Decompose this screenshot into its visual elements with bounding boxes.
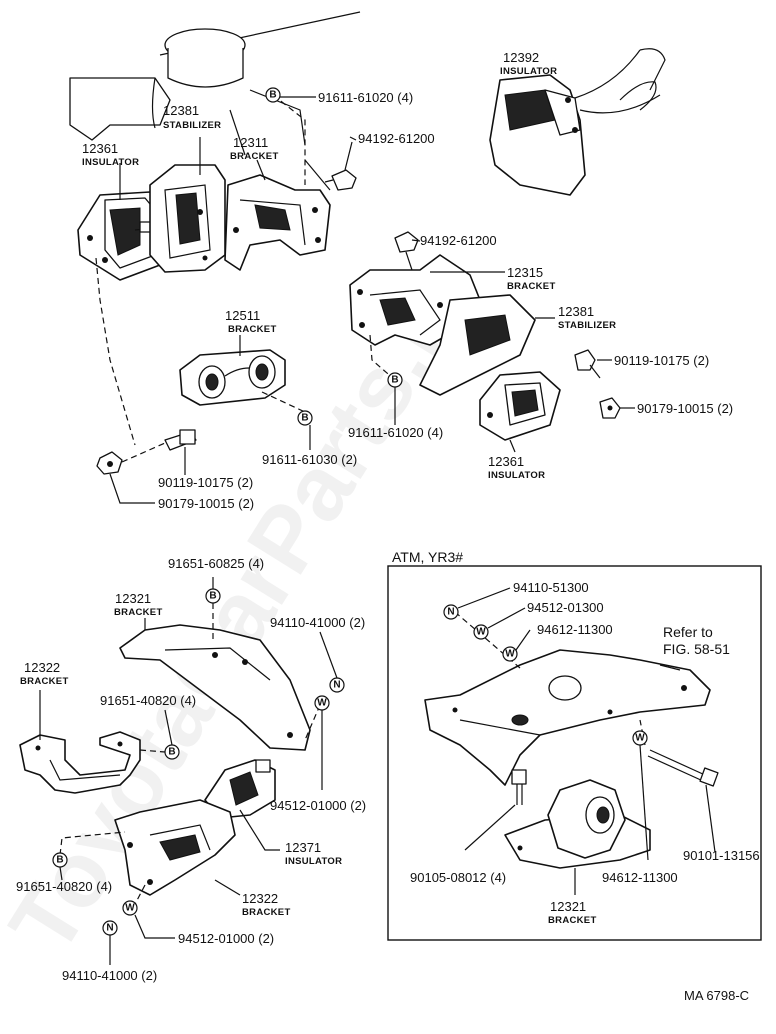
label-94612a: 94612-11300: [537, 622, 613, 637]
label-91651a: 91651-60825 (4): [168, 556, 264, 571]
badge-w-5: W: [632, 730, 648, 746]
label-12322a-num: 12322: [24, 660, 60, 675]
label-12321a-name: BRACKET: [114, 607, 163, 618]
label-94512a: 94512-01000 (2): [270, 798, 366, 813]
svg-text:N: N: [106, 923, 113, 934]
badge-b-1: B: [265, 87, 281, 103]
label-91611c: 91611-61030 (2): [262, 452, 357, 467]
label-12392-name: INSULATOR: [500, 66, 557, 77]
svg-text:B: B: [391, 375, 398, 386]
label-90101: 90101-13156: [683, 848, 760, 863]
svg-text:W: W: [476, 627, 486, 638]
leader-lines: [39, 96, 716, 965]
label-12381b-name: STABILIZER: [558, 320, 616, 331]
label-12322b-name: BRACKET: [242, 907, 291, 918]
label-91611b: 91611-61020 (4): [348, 425, 443, 440]
label-12322a-name: BRACKET: [20, 676, 69, 687]
label-12322b-num: 12322: [242, 891, 278, 906]
label-91651b: 91651-40820 (4): [100, 693, 196, 708]
label-94192a: 94192-61200: [358, 131, 435, 146]
atm-box-frame: [387, 565, 762, 941]
part-labels: 12392 INSULATOR 12381 STABILIZER 91611-6…: [16, 50, 760, 1003]
label-12511-num: 12511: [225, 308, 260, 323]
label-12315-num: 12315: [507, 265, 543, 280]
label-94110b: 94110-41000 (2): [62, 968, 157, 983]
label-12392-num: 12392: [503, 50, 539, 65]
label-12321b-name: BRACKET: [548, 915, 597, 926]
label-94110a: 94110-41000 (2): [270, 615, 365, 630]
bracket-12511: [179, 349, 306, 413]
label-94512b: 94512-01000 (2): [178, 931, 274, 946]
label-90105: 90105-08012 (4): [410, 870, 506, 885]
label-12371-name: INSULATOR: [285, 856, 342, 867]
badge-b-4: B: [205, 588, 221, 604]
label-12371-num: 12371: [285, 840, 321, 855]
label-90119a: 90119-10175 (2): [614, 353, 709, 368]
badge-n-3: N: [443, 604, 459, 620]
stabilizer-12381-top: [149, 164, 226, 273]
label-94110c: 94110-51300: [513, 580, 589, 595]
svg-text:B: B: [56, 855, 63, 866]
label-12381a-num: 12381: [163, 103, 199, 118]
bracket-12311: [224, 174, 331, 271]
svg-text:W: W: [635, 733, 645, 744]
svg-text:W: W: [317, 698, 327, 709]
label-12381b-num: 12381: [558, 304, 594, 319]
label-12361a-num: 12361: [82, 141, 118, 156]
badge-w-4: W: [502, 646, 518, 662]
refer-line1: Refer to: [663, 624, 713, 640]
mid-right-assembly: [349, 231, 621, 441]
engine-outline: [69, 11, 361, 191]
atm-box-title: ATM, YR3#: [392, 549, 463, 565]
badge-b-3: B: [297, 410, 313, 426]
refer-line2: FIG. 58-51: [663, 641, 730, 657]
top-left-assembly: [69, 11, 361, 446]
label-90119b: 90119-10175 (2): [158, 475, 253, 490]
label-12361a-name: INSULATOR: [82, 157, 139, 168]
badge-w-1: W: [314, 695, 330, 711]
svg-text:B: B: [209, 591, 216, 602]
svg-text:N: N: [333, 680, 340, 691]
svg-text:B: B: [301, 413, 308, 424]
label-12321b-num: 12321: [550, 899, 586, 914]
figure-code: MA 6798-C: [684, 988, 749, 1003]
label-12321a-num: 12321: [115, 591, 151, 606]
label-91611a: 91611-61020 (4): [318, 90, 413, 105]
label-12361b-num: 12361: [488, 454, 524, 469]
label-94612b: 94612-11300: [602, 870, 678, 885]
label-12315-name: BRACKET: [507, 281, 556, 292]
svg-text:W: W: [505, 649, 515, 660]
svg-text:W: W: [125, 903, 135, 914]
label-90179b: 90179-10015 (2): [158, 496, 254, 511]
lower-left-assembly: [19, 603, 321, 909]
svg-text:B: B: [168, 747, 175, 758]
label-90179a: 90179-10015 (2): [637, 401, 733, 416]
badge-w-3: W: [473, 624, 489, 640]
label-94192b: 94192-61200: [420, 233, 497, 248]
bolt-94192-top: [324, 169, 357, 191]
insulator-12392: [489, 48, 666, 196]
badge-b-6: B: [52, 852, 68, 868]
insulator-12361-left: [77, 191, 161, 281]
svg-text:N: N: [447, 607, 454, 618]
label-12311-num: 12311: [233, 135, 268, 150]
atm-assembly: [424, 611, 719, 869]
badge-b-2: B: [387, 372, 403, 388]
badge-b-5: B: [164, 744, 180, 760]
bolt-nut-left: [96, 429, 197, 475]
label-12311-name: BRACKET: [230, 151, 279, 162]
badge-n-2: N: [102, 920, 118, 936]
badge-n-1: N: [329, 677, 345, 693]
badge-w-2: W: [122, 900, 138, 916]
label-94512c: 94512-01300: [527, 600, 604, 615]
label-91651c: 91651-40820 (4): [16, 879, 112, 894]
label-12361b-name: INSULATOR: [488, 470, 545, 481]
svg-text:B: B: [269, 90, 276, 101]
label-12511-name: BRACKET: [228, 324, 277, 335]
label-12381a-name: STABILIZER: [163, 120, 221, 131]
